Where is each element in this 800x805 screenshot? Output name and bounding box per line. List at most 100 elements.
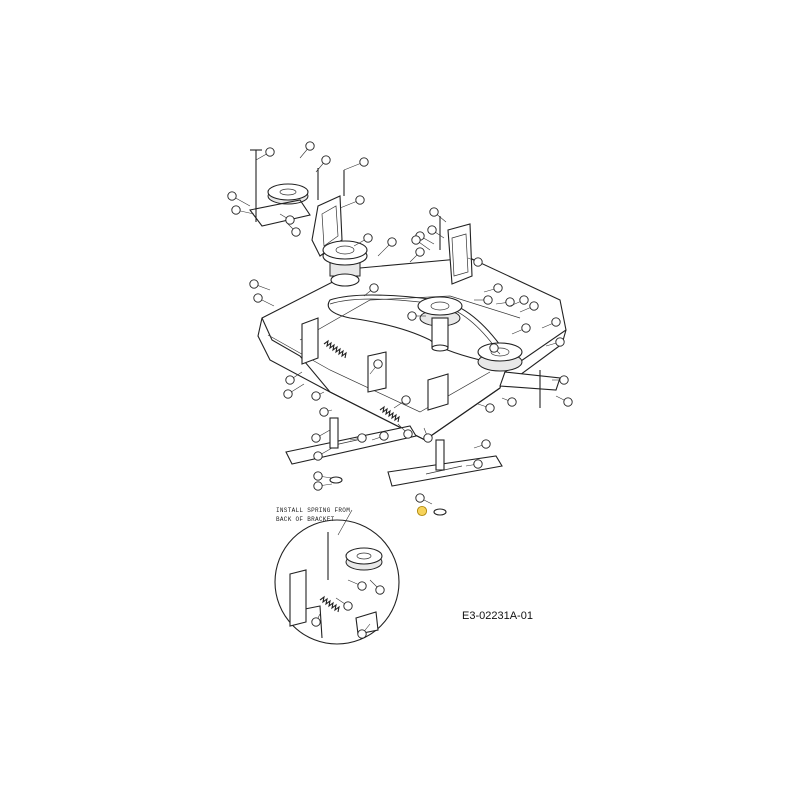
part-callout: [315, 155, 331, 173]
callout-bubble: [285, 215, 295, 225]
part-callout: [369, 359, 383, 375]
drive-pulley: [417, 296, 463, 352]
callout-bubble: [227, 191, 237, 201]
part-callout: [339, 195, 365, 209]
part-callout: [465, 459, 483, 469]
part-callout: [283, 383, 305, 399]
callout-bubble: [407, 311, 417, 321]
callout-bubble: [369, 283, 379, 293]
right-bracket: [439, 216, 473, 285]
diagram-id-label: E3-02231A-01: [462, 610, 533, 622]
part-callout: [429, 207, 447, 223]
callout-bubble: [363, 233, 373, 243]
part-callout: [313, 447, 333, 461]
part-callout: [509, 295, 529, 307]
part-callout: [347, 579, 367, 591]
callout-bubble: [311, 617, 321, 627]
left-idler-assembly: [249, 149, 345, 227]
right-blade: [387, 439, 503, 516]
callout-bubble: [519, 295, 529, 305]
callout-bubble: [313, 451, 323, 461]
highlighted-part-callout[interactable]: [416, 505, 428, 517]
callout-bubble: [283, 389, 293, 399]
part-callout: [349, 433, 367, 443]
part-callout: [423, 427, 433, 443]
callout-bubble: [505, 297, 515, 307]
part-callout: [545, 337, 565, 347]
center-spindle: [322, 240, 368, 287]
callout-bubble: [319, 407, 329, 417]
callout-bubble: [359, 157, 369, 167]
part-callout: [371, 431, 389, 441]
callout-bubble: [285, 375, 295, 385]
part-callout: [319, 407, 333, 417]
callout-bubble: [253, 293, 263, 303]
part-callout: [377, 237, 397, 257]
tension-springs: [323, 339, 400, 423]
part-callout: [541, 317, 561, 329]
callout-bubble: [427, 225, 437, 235]
callout-bubble: [355, 195, 365, 205]
callout-bubble: [429, 207, 439, 217]
part-callout: [409, 247, 425, 263]
part-callout: [407, 311, 426, 321]
part-callout: [511, 323, 531, 335]
callout-bubble: [311, 391, 321, 401]
callout-layer: [227, 141, 573, 639]
highlighted-callout-bubble[interactable]: [416, 505, 428, 517]
callout-bubble: [403, 429, 413, 439]
callout-bubble: [379, 431, 389, 441]
callout-bubble: [231, 205, 241, 215]
callout-bubble: [265, 147, 275, 157]
part-callout: [231, 205, 255, 215]
part-callout: [253, 293, 275, 307]
callout-bubble: [313, 471, 323, 481]
part-callout: [249, 279, 271, 291]
callout-bubble: [473, 459, 483, 469]
part-callout: [255, 147, 275, 161]
part-callout: [369, 579, 385, 595]
part-callout: [311, 613, 321, 627]
callout-bubble: [357, 433, 367, 443]
part-callout: [313, 481, 333, 491]
part-callout: [415, 493, 433, 505]
part-callout: [393, 395, 411, 409]
callout-bubble: [321, 155, 331, 165]
part-callout: [353, 233, 373, 247]
callout-bubble: [473, 257, 483, 267]
part-callout: [279, 213, 295, 225]
callout-bubble: [529, 301, 539, 311]
part-callout: [483, 283, 503, 293]
callout-bubble: [521, 323, 531, 333]
callout-bubble: [401, 395, 411, 405]
part-callout: [489, 343, 501, 355]
part-callout: [227, 191, 251, 207]
part-callout: [477, 403, 495, 413]
callout-bubble: [305, 141, 315, 151]
part-callout: [411, 235, 431, 251]
callout-bubble: [291, 227, 301, 237]
part-callout: [519, 301, 539, 313]
callout-bubble: [559, 375, 569, 385]
callout-bubble: [415, 493, 425, 503]
callout-bubble: [423, 433, 433, 443]
callout-bubble: [387, 237, 397, 247]
callout-bubble: [343, 601, 353, 611]
part-callout: [299, 141, 315, 159]
part-callout: [397, 423, 413, 439]
part-callout: [555, 395, 573, 407]
callout-bubble: [563, 397, 573, 407]
callout-bubble: [357, 629, 367, 639]
part-callout: [343, 157, 369, 171]
part-callout: [501, 397, 517, 407]
part-callout: [363, 283, 379, 297]
callout-bubble: [411, 235, 421, 245]
part-callout: [552, 375, 569, 385]
part-callout: [474, 295, 493, 305]
part-callout: [473, 439, 491, 449]
callout-bubble: [507, 397, 517, 407]
callout-bubble: [249, 279, 259, 289]
callout-bubble: [489, 343, 499, 353]
part-callout: [357, 623, 371, 639]
